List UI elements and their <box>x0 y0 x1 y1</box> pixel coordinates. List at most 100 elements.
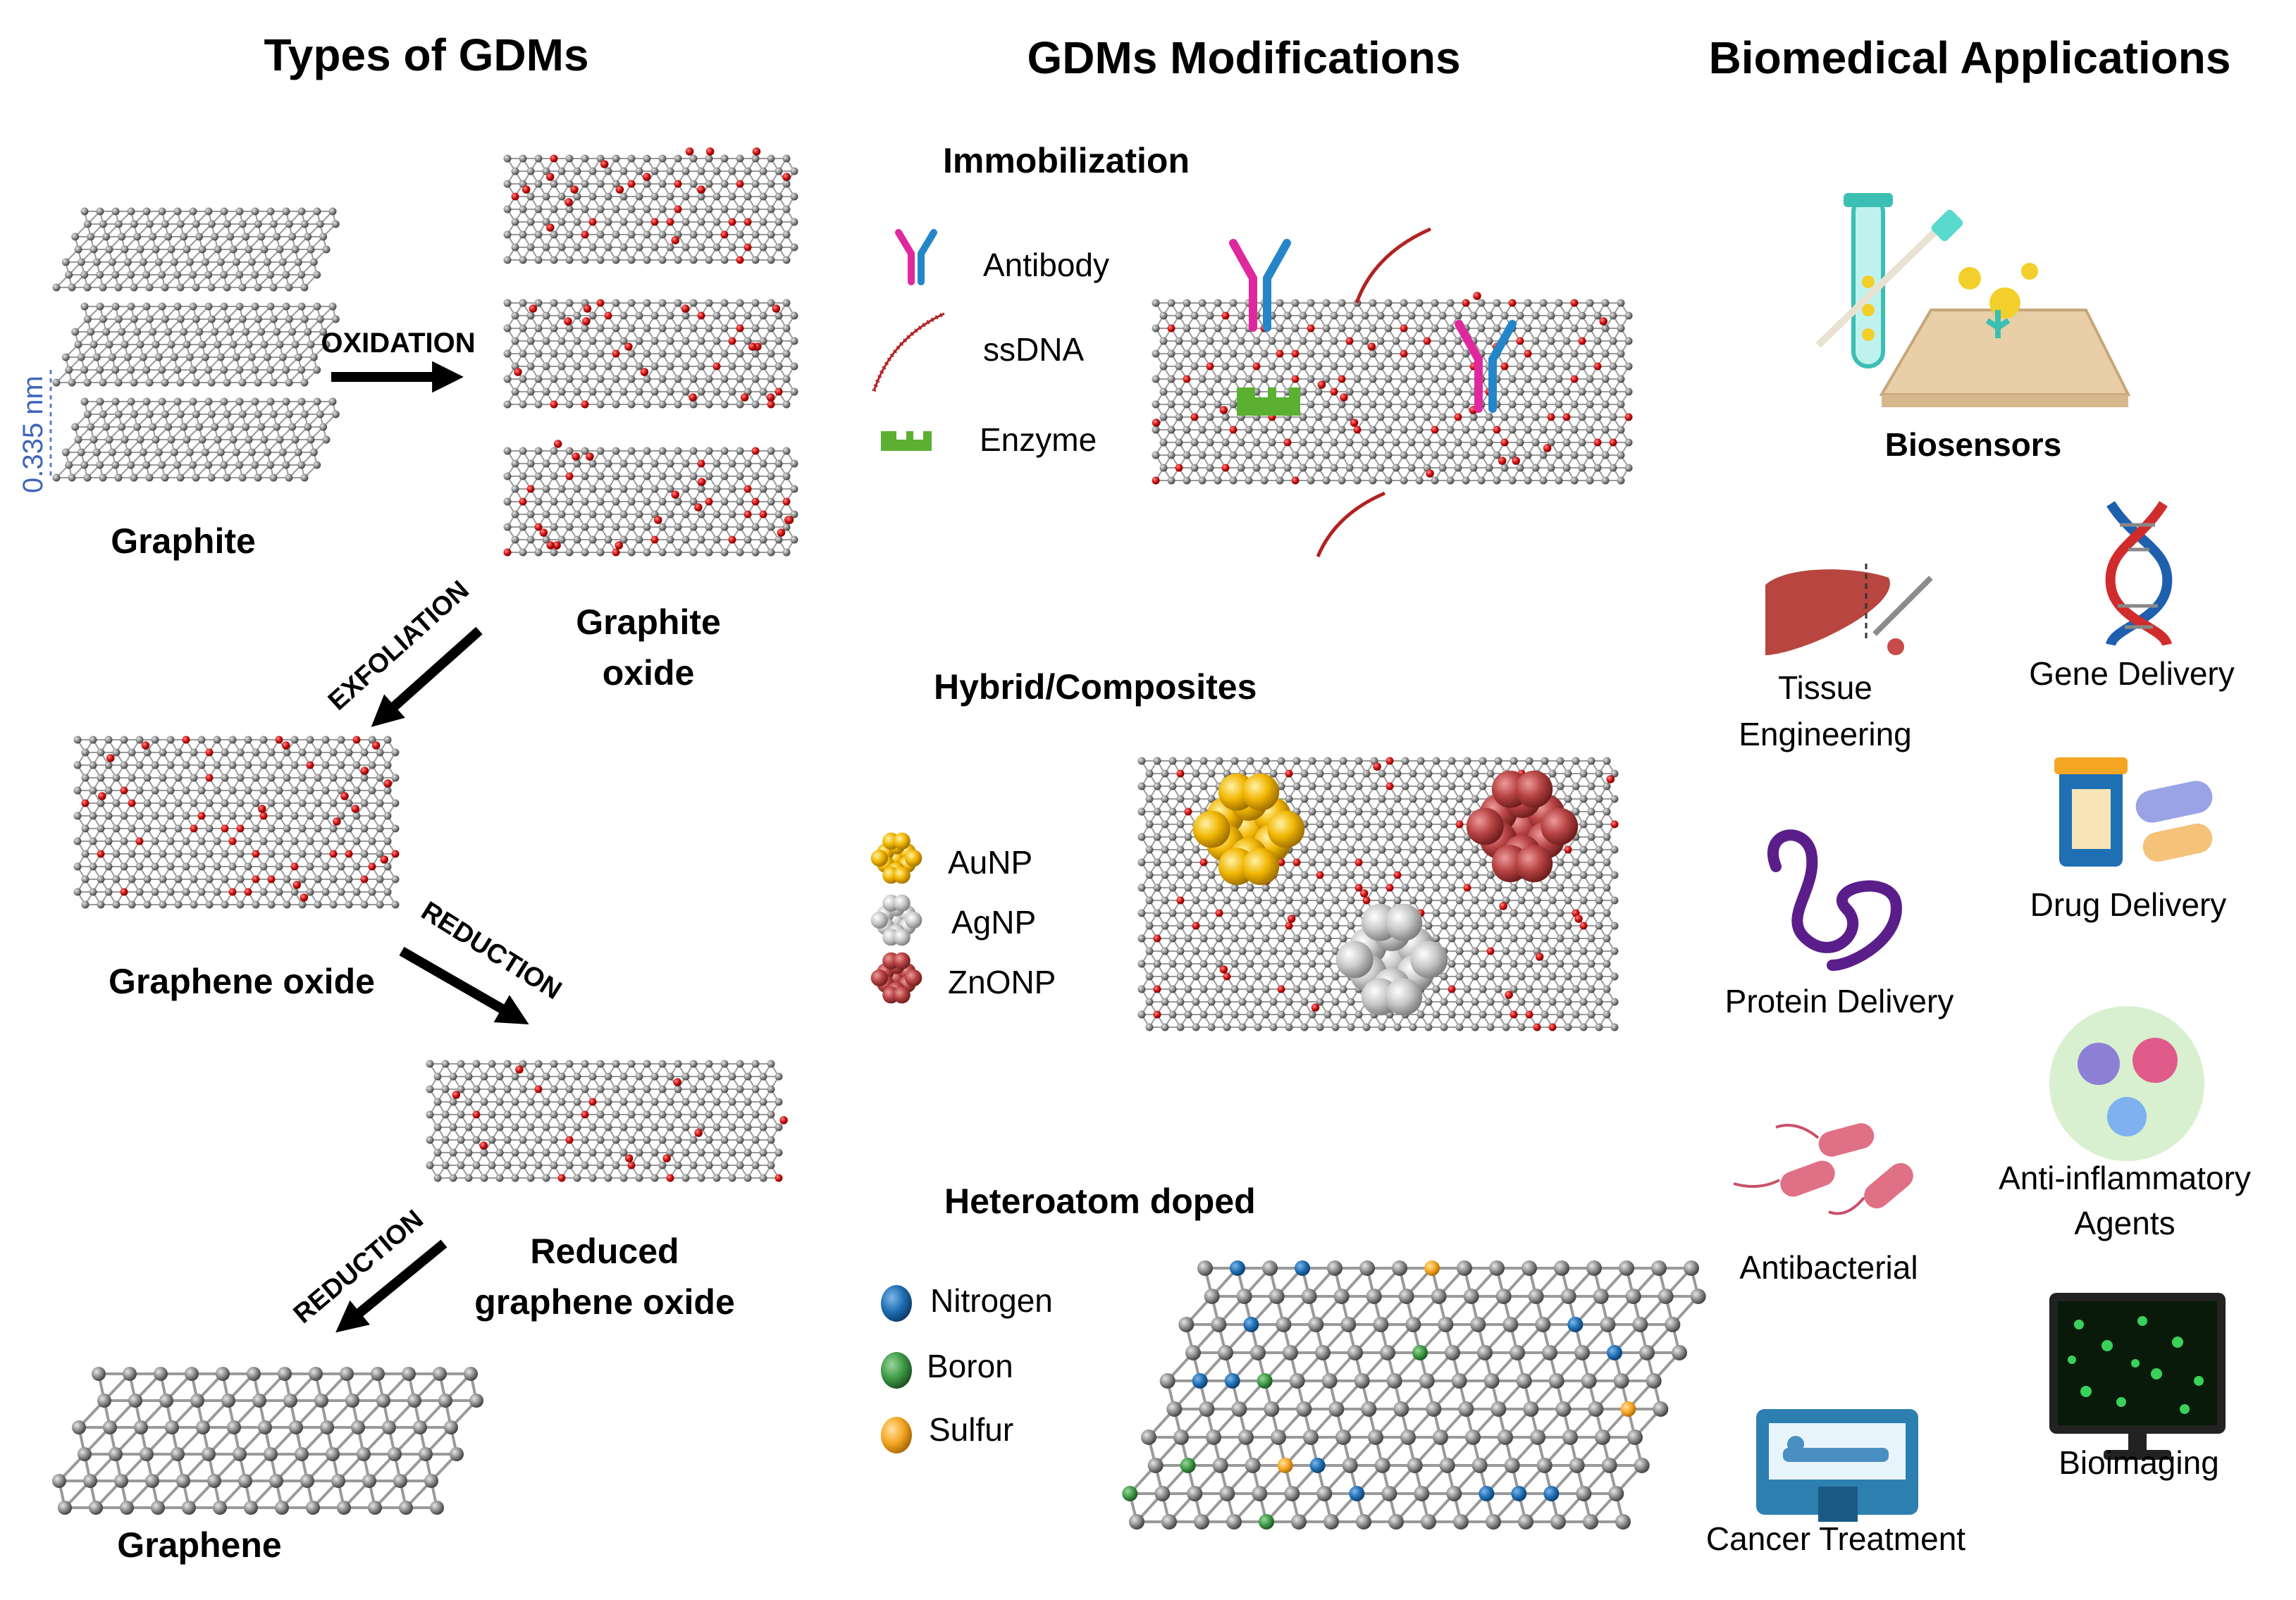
atom <box>1624 438 1633 447</box>
atom <box>1316 998 1324 1006</box>
atom <box>352 812 361 820</box>
sheet-antibody-1 <box>1229 239 1291 332</box>
atom <box>1184 934 1192 943</box>
atom <box>550 1136 558 1144</box>
oxygen-atom <box>570 185 579 194</box>
atom <box>1145 947 1154 955</box>
atom <box>712 1123 721 1131</box>
atom <box>1384 375 1393 383</box>
atom <box>120 736 128 744</box>
atom <box>1603 858 1611 867</box>
atom <box>1400 400 1408 409</box>
atom <box>294 258 302 266</box>
atom <box>1198 476 1206 485</box>
atom <box>596 375 605 383</box>
atom <box>1230 1260 1245 1276</box>
atom <box>1183 476 1191 485</box>
exfoliation-label: EXFOLIATION <box>323 575 475 716</box>
atom <box>214 435 222 444</box>
atom <box>294 448 302 457</box>
atom <box>720 400 729 409</box>
atom <box>728 535 736 544</box>
atom <box>511 1174 519 1182</box>
atom <box>1161 998 1169 1006</box>
atom <box>720 230 729 239</box>
atom <box>300 473 309 482</box>
atom <box>1393 871 1402 879</box>
atom <box>158 302 166 311</box>
enzyme-icon <box>881 431 932 451</box>
atom <box>1168 1010 1177 1019</box>
atom <box>767 375 775 383</box>
atom <box>774 243 783 252</box>
atom <box>1245 375 1253 383</box>
atom <box>1354 1373 1370 1389</box>
atom <box>1400 375 1408 383</box>
atom <box>65 271 73 279</box>
atom <box>782 523 791 531</box>
atom <box>1183 349 1191 358</box>
atom <box>720 1060 729 1068</box>
atom <box>1463 757 1471 765</box>
atom <box>145 378 154 387</box>
atom <box>1245 349 1253 358</box>
atom <box>1462 426 1470 434</box>
atom <box>712 1148 721 1157</box>
atom <box>383 888 392 896</box>
atom <box>260 435 269 444</box>
atom <box>674 1110 682 1119</box>
atom <box>285 473 293 482</box>
atom <box>266 302 275 311</box>
atom <box>526 535 535 544</box>
atom <box>235 271 244 279</box>
atom <box>666 337 674 345</box>
atom <box>182 1501 196 1515</box>
atom <box>1314 311 1323 320</box>
atom <box>1454 311 1462 320</box>
atom <box>542 485 550 493</box>
atom <box>290 862 299 871</box>
atom <box>674 299 682 307</box>
atom <box>1564 769 1572 778</box>
nanoparticle-atom <box>1515 845 1553 883</box>
atom <box>1369 375 1377 383</box>
atom <box>1446 349 1455 358</box>
atom <box>204 461 213 469</box>
atom <box>1463 1289 1479 1304</box>
atom <box>244 888 252 896</box>
atom <box>751 1161 760 1170</box>
atom <box>1593 362 1602 371</box>
atom <box>388 1447 402 1461</box>
atom <box>1369 400 1377 409</box>
atom <box>74 435 82 444</box>
atom <box>1567 1317 1584 1332</box>
atom <box>619 218 628 226</box>
atom <box>1586 299 1594 307</box>
atom <box>627 349 636 358</box>
atom <box>1342 1458 1358 1473</box>
atom <box>627 154 636 163</box>
atom <box>1446 324 1455 333</box>
atom <box>99 220 107 228</box>
atom <box>1212 1458 1228 1473</box>
atom <box>1308 782 1316 790</box>
atom <box>1409 845 1417 854</box>
atom <box>1595 871 1603 879</box>
atom <box>134 1420 148 1434</box>
atom <box>1401 858 1409 867</box>
atom <box>376 1394 390 1408</box>
atom <box>1176 1023 1185 1031</box>
atom <box>681 167 690 175</box>
atom <box>121 245 129 254</box>
atom <box>433 1123 442 1131</box>
atom <box>1407 311 1416 320</box>
atom <box>1535 1317 1551 1332</box>
atom <box>526 1174 535 1182</box>
atom <box>81 875 90 883</box>
atom <box>1384 400 1393 409</box>
oxygen-atom <box>1219 965 1228 974</box>
oxygen-atom <box>766 393 775 402</box>
atom <box>1479 858 1487 867</box>
atom <box>207 220 216 228</box>
